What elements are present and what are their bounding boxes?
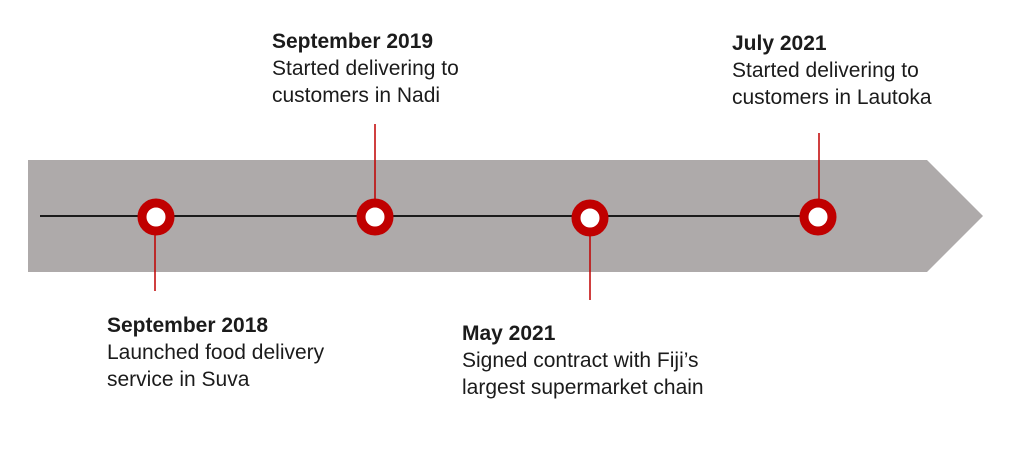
event-date: May 2021	[462, 322, 556, 345]
event-september-2019: September 2019 Started delivering to cus…	[272, 28, 459, 109]
event-september-2018: September 2018 Launched food delivery se…	[107, 312, 324, 393]
event-description: Started delivering to customers in Nadi	[272, 57, 459, 107]
milestone-marker-september-2019	[356, 198, 394, 236]
event-may-2021: May 2021 Signed contract with Fiji’s lar…	[462, 320, 704, 401]
event-date: September 2019	[272, 30, 434, 53]
milestone-marker-september-2018	[137, 198, 175, 236]
milestone-marker-may-2021	[571, 199, 609, 237]
event-description: Started delivering to customers in Lauto…	[732, 59, 932, 109]
event-july-2021: July 2021 Started delivering to customer…	[732, 30, 932, 111]
event-description: Signed contract with Fiji’s largest supe…	[462, 349, 704, 399]
event-date: September 2018	[107, 314, 269, 337]
milestone-marker-july-2021	[799, 198, 837, 236]
event-description: Launched food delivery service in Suva	[107, 341, 325, 391]
event-date: July 2021	[732, 32, 827, 55]
